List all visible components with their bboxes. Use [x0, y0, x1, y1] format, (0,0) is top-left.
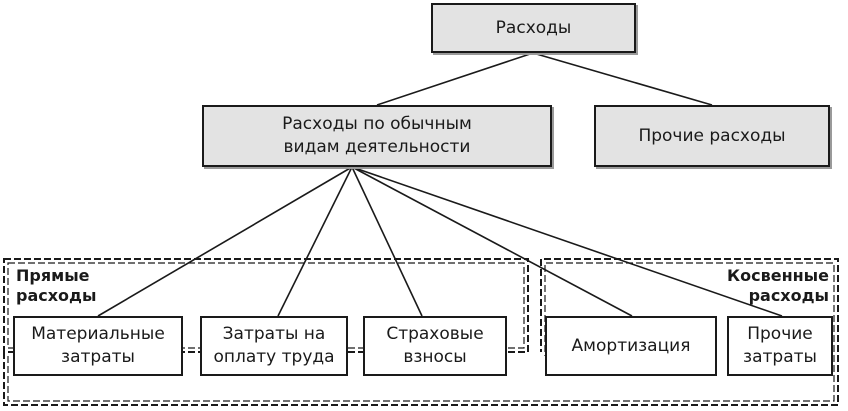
root-expenses-label: Расходы	[495, 17, 572, 38]
insurance-contributions-label: Страховые взносы	[386, 324, 484, 367]
materials-costs-box: Материальные затраты	[13, 316, 183, 376]
root-expenses-box: Расходы	[431, 3, 636, 53]
labor-costs-box: Затраты на оплату труда	[200, 316, 348, 376]
connector-ordinary-other-costs	[351, 166, 783, 317]
connector-ordinary-materials	[97, 166, 353, 317]
ordinary-activities-box: Расходы по обычным видам деятельности	[202, 105, 552, 167]
indirect-group-frame	[3, 258, 839, 406]
insurance-contributions-box: Страховые взносы	[363, 316, 507, 376]
materials-costs-label: Материальные затраты	[31, 324, 165, 367]
amortization-label: Амортизация	[571, 335, 691, 356]
other-costs-label: Прочие затраты	[743, 324, 817, 367]
direct-group-frame	[3, 258, 529, 353]
other-expenses-label: Прочие расходы	[638, 125, 786, 146]
connector-ordinary-insurance	[351, 166, 423, 317]
ordinary-activities-label: Расходы по обычным видам деятельности	[282, 114, 472, 157]
connector-ordinary-amortization	[351, 166, 633, 317]
labor-costs-label: Затраты на оплату труда	[213, 324, 335, 367]
connector-root-ordinary	[376, 52, 534, 106]
indirect-costs-label: Косвенные расходы	[727, 266, 829, 305]
other-expenses-box: Прочие расходы	[594, 105, 830, 167]
connector-root-other	[532, 52, 713, 106]
direct-costs-label: Прямые расходы	[16, 266, 97, 305]
amortization-box: Амортизация	[545, 316, 717, 376]
other-costs-box: Прочие затраты	[727, 316, 833, 376]
connector-ordinary-labor	[277, 166, 353, 317]
